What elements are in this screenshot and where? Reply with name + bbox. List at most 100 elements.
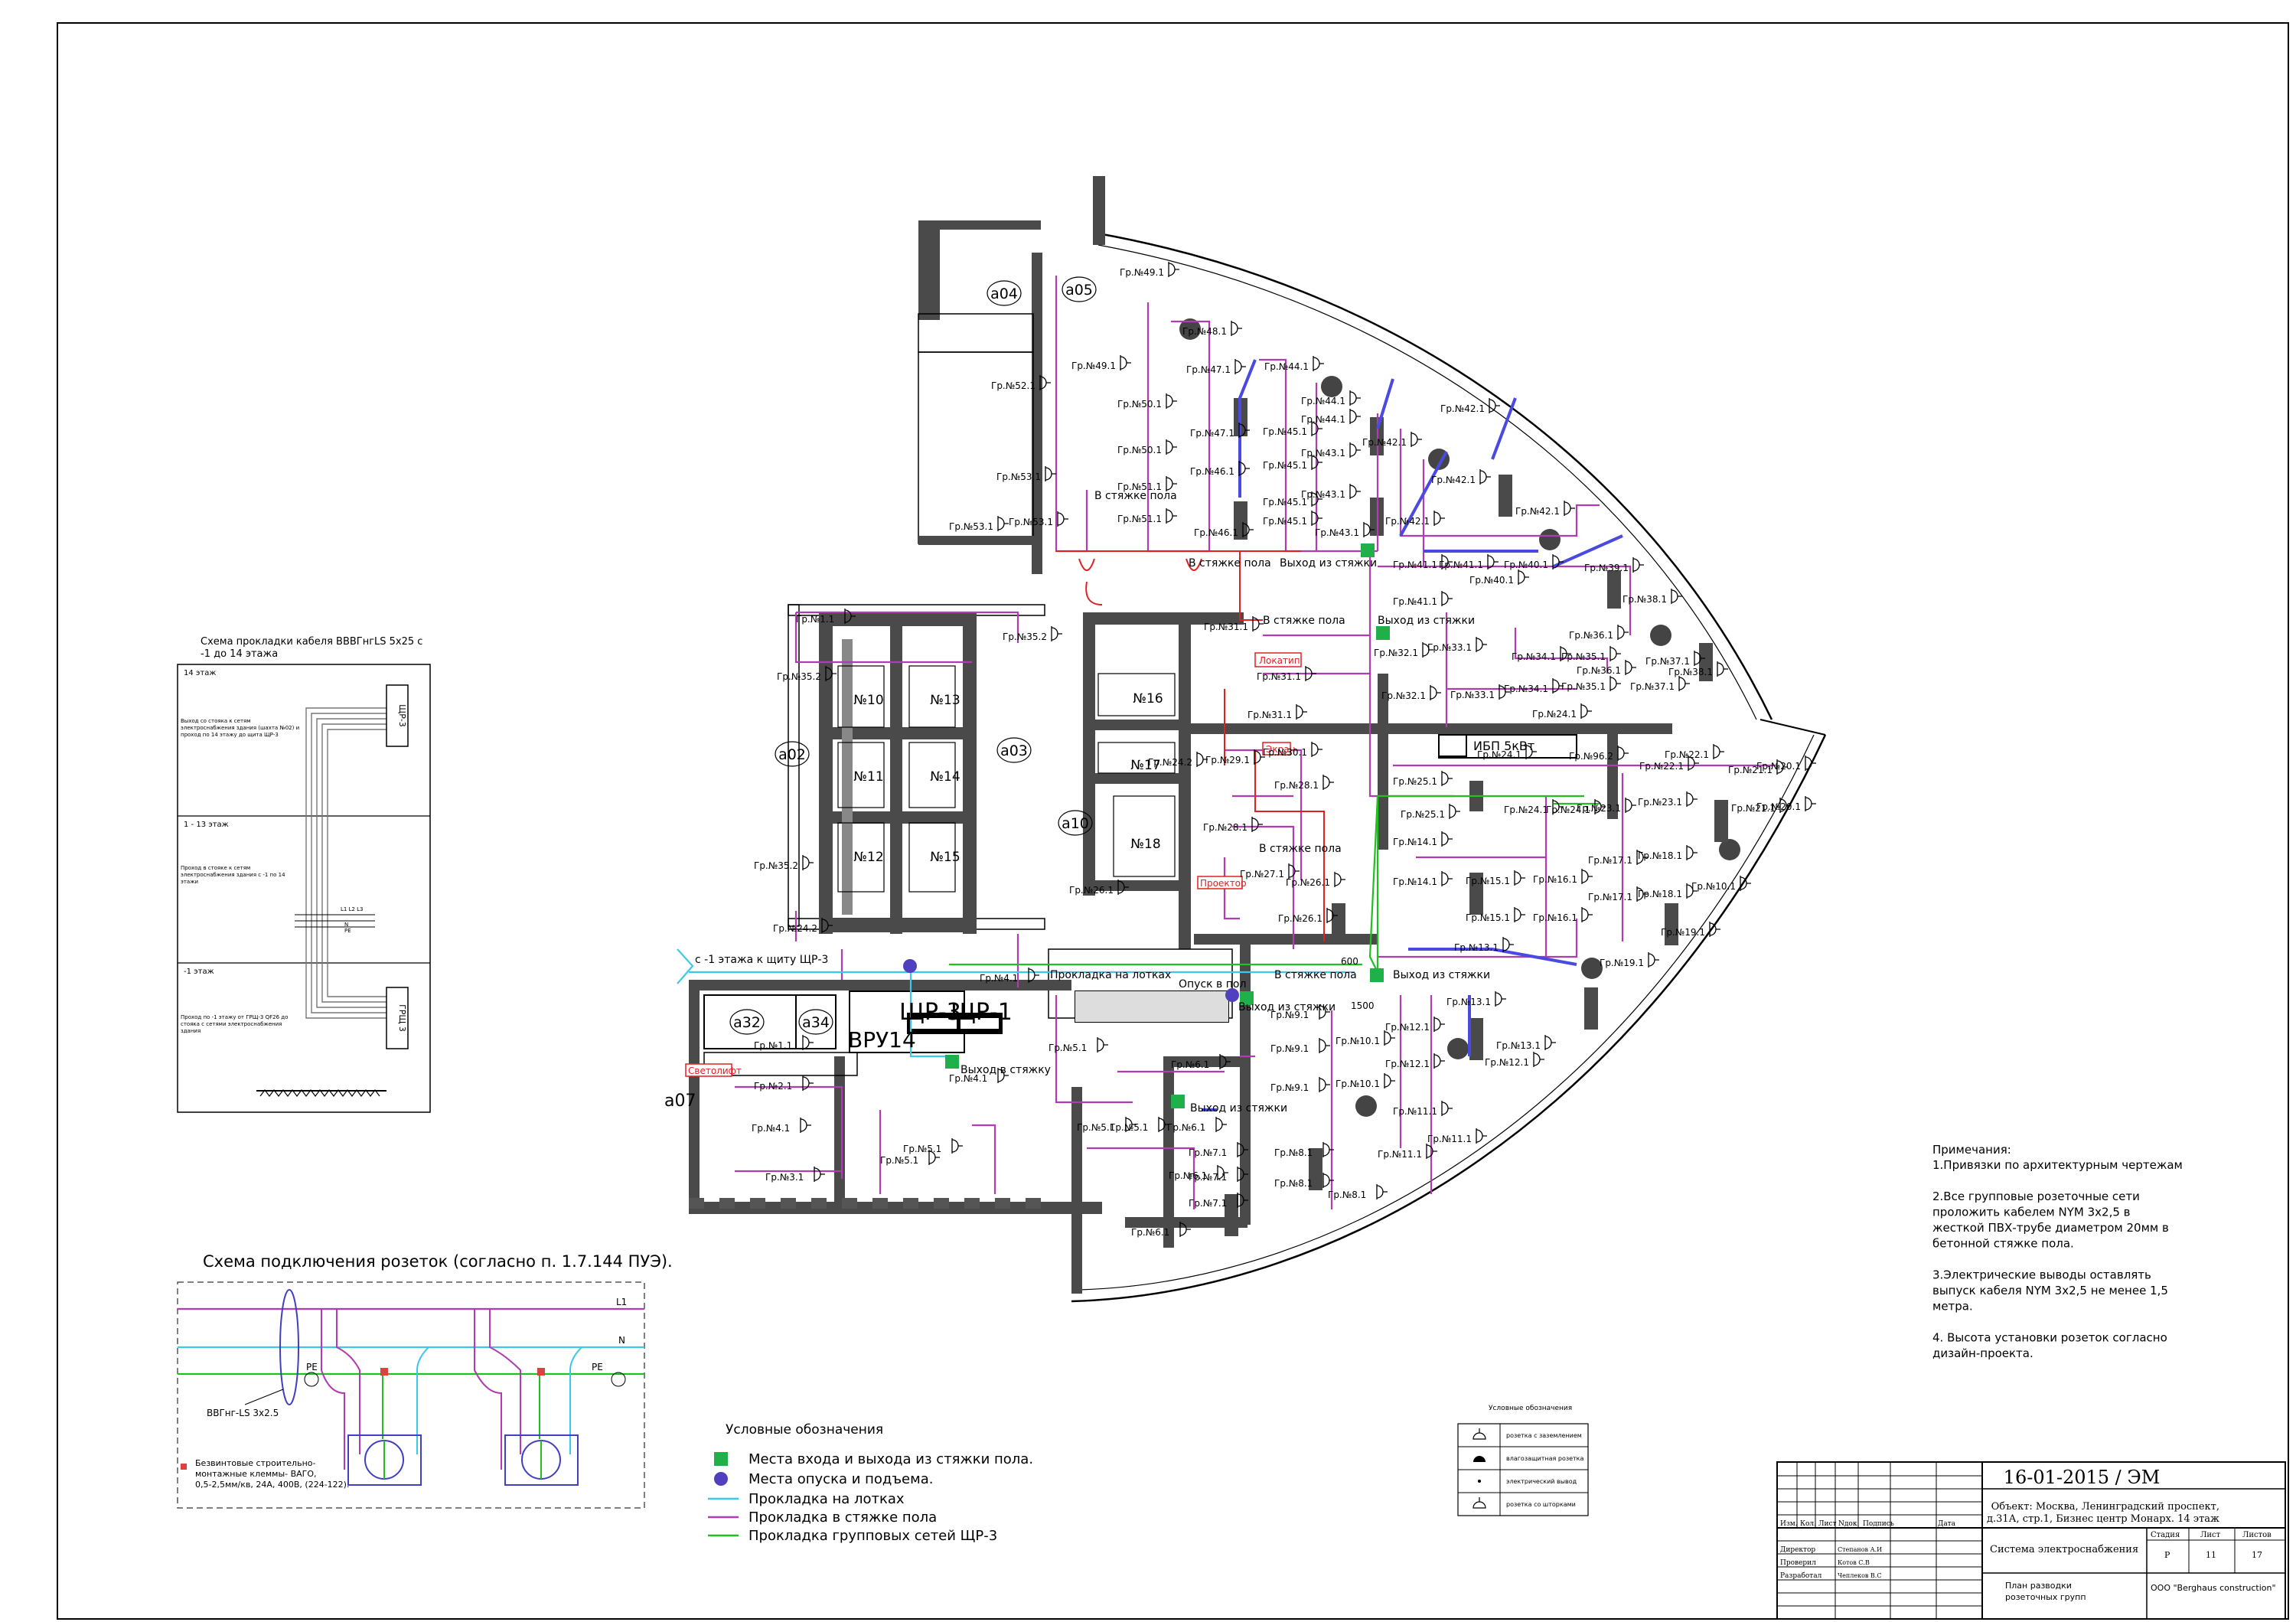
group-label: Гр.№9.1 (1270, 1043, 1309, 1054)
group-label: Гр.№42.1 (1440, 403, 1485, 414)
socket-symbol (1120, 355, 1131, 370)
socket-symbol (1518, 569, 1529, 585)
socket-symbol (1502, 937, 1514, 952)
socket-symbol (1051, 626, 1062, 641)
stamp-name: Степанов А.И (1838, 1546, 1882, 1553)
group-label: Гр.№12.1 (1485, 1057, 1529, 1068)
group-label: Гр.№26.1 (1278, 913, 1322, 924)
note-line: 3.Электрические выводы оставлять (1932, 1268, 2151, 1282)
group-label: Гр.№27.1 (1240, 869, 1284, 880)
group-label: Гр.№9.1 (1270, 1010, 1309, 1020)
stamp-col-header: Изм. (1780, 1520, 1798, 1528)
socket-symbol (1313, 356, 1324, 371)
socket-symbol (1237, 1142, 1248, 1157)
group-label: Гр.№46.1 (1194, 527, 1238, 538)
group-label: Гр.№31.1 (1257, 671, 1301, 682)
group-label: Гр.№40.1 (1469, 575, 1514, 586)
socket-symbol (1617, 625, 1629, 640)
red-tag: Локатип (1259, 655, 1300, 666)
note-line: проложить кабелем NYM 3х2,5 в (1932, 1206, 2131, 1219)
socket-symbol (1441, 1101, 1453, 1116)
room-tag: a02 (778, 746, 806, 763)
group-label: Гр.№41.1 (1439, 560, 1483, 570)
socket-symbol (1636, 886, 1648, 902)
socket-symbol (1479, 469, 1491, 485)
group-label: Гр.№8.1 (1274, 1147, 1313, 1158)
dim-label: 600 (1341, 956, 1358, 967)
group-label: Гр.№50.1 (1117, 399, 1162, 410)
socket-symbol (1489, 398, 1500, 413)
group-label: Гр.№48.1 (1182, 326, 1227, 337)
floor-plan: a04 a05 a02 a03 a10 a32 a34 a07 №10 №11 … (664, 176, 1827, 1303)
group-label: Гр.№21.1 (1728, 765, 1773, 775)
room-number: №16 (1133, 691, 1163, 707)
group-label: Гр.№10.1 (1336, 1036, 1380, 1046)
note-line: 4. Высота установки розеток согласно (1932, 1331, 2167, 1345)
sheet-frame (57, 22, 2289, 1620)
group-label: Гр.№13.1 (1496, 1040, 1541, 1051)
socket-symbol (1740, 876, 1751, 891)
group-label: Гр.№41.1 (1393, 596, 1437, 607)
ups-label: ИБП 5кВт (1473, 739, 1534, 753)
socket-symbol (1686, 883, 1698, 899)
group-label: Гр.№7.1 (1189, 1147, 1227, 1158)
group-label: Гр.№5.1 (1049, 1043, 1087, 1053)
group-label: Гр.№45.1 (1263, 426, 1307, 437)
room-number: №13 (930, 693, 960, 708)
group-label: Гр.№25.1 (1401, 809, 1445, 820)
riser-text: Выход со стояка к сетям электроснабжения… (181, 718, 300, 738)
cable-label: ВВГнг-LS 3х2.5 (207, 1408, 279, 1418)
riser-text: Проход в стояке к сетям электроснабжения… (181, 865, 285, 885)
room-tag: a10 (1062, 815, 1089, 832)
socket-symbol (1305, 666, 1316, 681)
socket-symbol (1322, 1173, 1334, 1188)
socket-symbol (1617, 746, 1629, 761)
stamp-stage-header: Лист (2200, 1531, 2221, 1539)
stamp-col-header: Nдок. (1838, 1520, 1859, 1528)
socket-symbol (1476, 637, 1487, 652)
socket-symbol (1805, 756, 1816, 771)
group-label: Гр.№13.1 (1454, 942, 1499, 953)
socket-symbol (1326, 908, 1338, 923)
group-label: Гр.№42.1 (1431, 475, 1476, 485)
socket-symbol (1594, 799, 1606, 814)
group-label: Гр.№11.1 (1427, 1134, 1472, 1144)
panel-shr3-label: ЩР-3 (899, 999, 961, 1026)
riser-level: 1 - 13 этаж (184, 821, 229, 829)
socket-symbol (1564, 501, 1575, 516)
group-label: Гр.№14.1 (1393, 876, 1437, 887)
route-labels: В стяжке пола В стяжке пола Выход из стя… (677, 490, 1490, 1115)
socket-symbol (1552, 799, 1564, 814)
legend-item: Прокладка в стяжке пола (748, 1509, 937, 1526)
socket-symbol (1311, 742, 1322, 757)
group-label: Гр.№96.2 (1569, 751, 1613, 762)
group-label: Гр.№6.1 (1169, 1170, 1207, 1181)
group-label: Гр.№24.1 (1477, 749, 1521, 760)
socket-symbol (997, 1068, 1009, 1083)
note-line: метра. (1932, 1300, 1973, 1314)
red-tag: Проектор (1200, 878, 1247, 889)
red-tags: Локатип Экран Проектор Светолифт (685, 652, 1302, 1077)
room-tag: a07 (664, 1092, 696, 1111)
socket-symbol (1296, 704, 1307, 720)
group-label: Гр.№10.1 (1336, 1079, 1380, 1089)
socket-symbol (1581, 869, 1593, 884)
socket-symbol (1514, 870, 1525, 886)
socket-symbol (1625, 798, 1636, 813)
group-label: Гр.№15.1 (1466, 912, 1510, 923)
legend-item: Места опуска и подъема. (748, 1471, 933, 1487)
legend-item: Места входа и выхода из стяжки пола. (748, 1451, 1033, 1467)
group-label: Гр.№25.1 (1393, 776, 1437, 787)
route-label: с -1 этажа к щиту ЩР-3 (695, 954, 828, 966)
stamp-name: Котов С.В (1838, 1559, 1870, 1566)
legend-small-title: Условные обозначения (1489, 1405, 1572, 1412)
socket-symbol (1311, 421, 1322, 436)
route-label: В стяжке пола (1094, 490, 1177, 502)
panel-vru14-label: ВРУ14 (848, 1027, 916, 1053)
socket-symbol (1805, 796, 1816, 811)
room-number: №14 (930, 769, 960, 785)
socket-symbol (1441, 771, 1453, 786)
socket-symbol (1349, 442, 1361, 458)
group-label: Гр.№52.1 (991, 380, 1035, 391)
socket-symbol (1254, 749, 1265, 765)
